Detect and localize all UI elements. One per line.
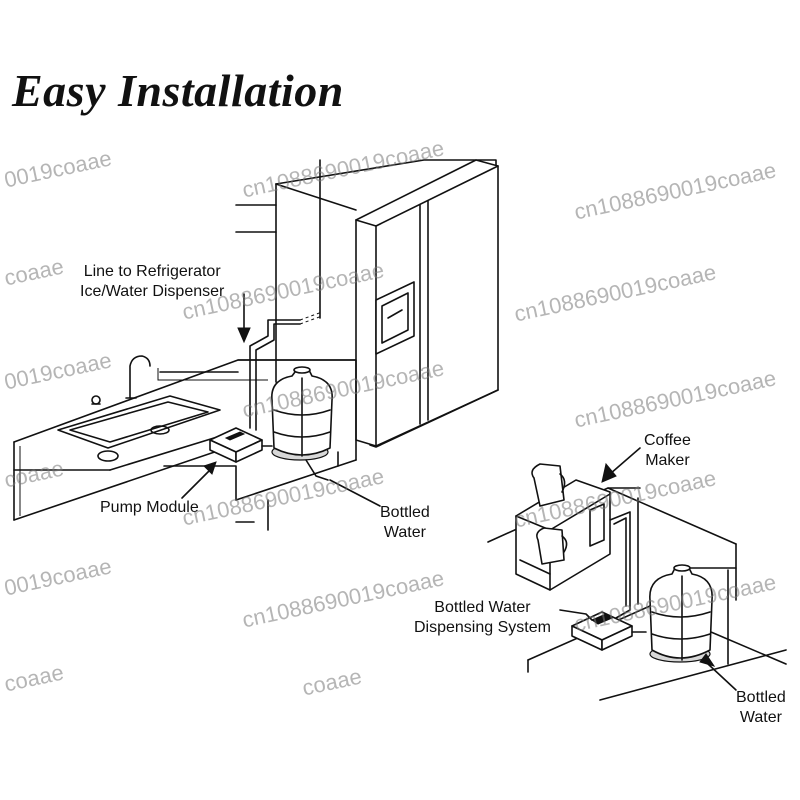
supply-line-to-coffee-maker bbox=[609, 511, 631, 619]
arrow-line-to-fridge bbox=[237, 293, 251, 344]
coffee-maker bbox=[515, 463, 611, 591]
label-pump-module: Pump Module bbox=[100, 498, 199, 518]
supply-line-to-fridge bbox=[249, 311, 323, 431]
label-dispensing-system: Bottled Water Dispensing System bbox=[414, 598, 551, 638]
water-bottle bbox=[271, 366, 333, 481]
label-coffee-maker-line1: Coffee bbox=[644, 432, 691, 449]
page-title: Easy Installation bbox=[12, 65, 344, 116]
arrow-bottled-water-coffee bbox=[699, 653, 737, 691]
label-coffee-maker-line2: Maker bbox=[645, 452, 690, 469]
label-bottled-water-line2: Water bbox=[383, 524, 426, 541]
label-bottled-water-coffee-line1: Bottled bbox=[736, 689, 786, 706]
arrow-coffee-maker bbox=[601, 447, 641, 483]
label-bottled-water-coffee: Bottled Water bbox=[736, 688, 786, 728]
label-bottled-water-coffee-line2: Water bbox=[739, 709, 782, 726]
label-dispensing-system-line1: Bottled Water bbox=[434, 599, 531, 616]
label-bottled-water-line1: Bottled bbox=[380, 504, 430, 521]
label-line-to-refrigerator-line1: Line to Refrigerator bbox=[83, 263, 221, 280]
pump-module bbox=[209, 427, 273, 463]
label-bottled-water: Bottled Water bbox=[380, 503, 430, 543]
arrow-pump-module bbox=[181, 461, 217, 499]
arrow-dispensing-system bbox=[559, 609, 593, 621]
label-pump-module-text: Pump Module bbox=[100, 499, 199, 516]
sink bbox=[57, 395, 221, 462]
leader-bottled-water bbox=[329, 479, 381, 507]
dispensing-pump bbox=[571, 611, 647, 651]
refrigerator bbox=[355, 159, 499, 448]
wall-cabinet bbox=[235, 159, 497, 383]
water-bottle-coffee bbox=[649, 564, 713, 663]
label-line-to-refrigerator: Line to Refrigerator Ice/Water Dispenser bbox=[80, 262, 224, 302]
label-line-to-refrigerator-line2: Ice/Water Dispenser bbox=[80, 283, 225, 300]
label-coffee-maker: Coffee Maker bbox=[644, 431, 691, 471]
faucet bbox=[91, 355, 151, 405]
under-cabinet bbox=[159, 359, 357, 531]
label-dispensing-system-line2: Dispensing System bbox=[414, 619, 551, 636]
